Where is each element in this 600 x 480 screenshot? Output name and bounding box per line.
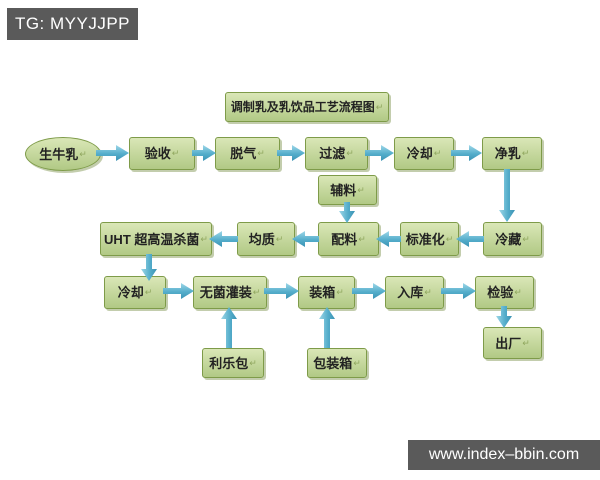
node-degassing: 脱气↵ [215,137,280,170]
node-label: 出厂 [495,335,522,351]
node-inspection: 检验↵ [475,276,534,309]
arrow-aseptic-filling-to-boxing [264,283,299,299]
paragraph-mark-icon: ↵ [521,148,530,158]
node-raw-milk: 生牛乳↵ [25,137,101,171]
node-label: 均质 [248,231,275,247]
paragraph-mark-icon: ↵ [445,233,454,244]
node-label: 冷却 [406,146,433,161]
node-auxiliary: 辅料↵ [318,175,377,205]
arrow-raw-milk-to-acceptance [96,145,129,161]
node-label: UHT 超高温杀菌 [104,231,200,247]
node-packing-box: 包装箱↵ [307,348,367,378]
arrow-tetra-pak-to-aseptic-filling [221,307,237,348]
paragraph-mark-icon: ↵ [424,287,432,297]
arrow-packing-box-to-boxing [319,307,335,348]
node-label: 检验 [487,285,514,300]
flowchart-title-label: 调制乳及乳饮品工艺流程图 [230,100,375,114]
telegram-tag-label: TG: MYYJJPP [14,14,131,33]
node-tetra-pak: 利乐包↵ [202,348,264,378]
node-mixing: 配料↵ [318,222,379,256]
arrow-acceptance-to-degassing [192,145,216,161]
node-label: 过滤 [319,146,346,161]
node-homogenization: 均质↵ [237,222,295,256]
paragraph-mark-icon: ↵ [171,148,180,158]
paragraph-mark-icon: ↵ [200,233,208,244]
node-label: 净乳 [494,146,521,161]
paragraph-mark-icon: ↵ [336,287,344,297]
paragraph-mark-icon: ↵ [346,148,354,158]
node-label: 冷却 [117,285,144,300]
arrow-auxiliary-to-mixing [339,202,355,223]
arrow-cooling-to-aseptic-filling [163,283,194,299]
node-label: 生牛乳 [39,146,79,162]
node-cold-storage: 冷藏↵ [483,222,542,256]
node-purification: 净乳↵ [482,137,542,170]
arrow-homogenization-to-uht [209,231,238,247]
paragraph-mark-icon: ↵ [375,101,384,112]
arrow-standardization-to-mixing [376,231,401,247]
paragraph-mark-icon: ↵ [358,233,366,244]
watermark-url: www.index–bbin.com [408,440,600,470]
node-warehousing: 入库↵ [385,276,444,309]
node-cooling-1: 冷却↵ [394,137,454,170]
paragraph-mark-icon: ↵ [353,357,361,368]
node-label: 脱气 [230,146,257,161]
node-label: 冷藏 [495,231,522,247]
paragraph-mark-icon: ↵ [252,287,261,297]
paragraph-mark-icon: ↵ [275,233,284,244]
node-label: 标准化 [405,231,445,247]
node-uht-sterilization: UHT 超高温杀菌↵ [100,222,212,256]
paragraph-mark-icon: ↵ [357,184,365,195]
node-label: 验收 [144,146,171,161]
paragraph-mark-icon: ↵ [522,337,530,348]
arrow-filtration-to-cooling [365,145,394,161]
paragraph-mark-icon: ↵ [522,233,530,244]
paragraph-mark-icon: ↵ [79,148,87,159]
node-aseptic-filling: 无菌灌装↵ [193,276,267,309]
arrow-inspection-to-factory-out [496,306,512,328]
node-label: 装箱 [309,285,336,300]
arrow-cold-storage-to-standardization [456,231,484,247]
arrow-boxing-to-warehousing [352,283,386,299]
node-label: 包装箱 [313,355,353,371]
node-label: 辅料 [330,182,357,198]
telegram-tag: TG: MYYJJPP [7,8,138,40]
node-acceptance: 验收↵ [129,137,195,170]
node-filtration: 过滤↵ [305,137,368,170]
node-factory-out: 出厂↵ [483,327,542,359]
node-standardization: 标准化↵ [400,222,459,256]
node-label: 无菌灌装 [199,285,252,300]
arrow-mixing-to-homogenization [292,231,319,247]
arrow-warehousing-to-inspection [441,283,476,299]
paragraph-mark-icon: ↵ [433,148,442,158]
paragraph-mark-icon: ↵ [249,357,257,368]
node-boxing: 装箱↵ [298,276,355,309]
flowchart-title: 调制乳及乳饮品工艺流程图↵ [225,92,389,122]
node-label: 入库 [397,285,424,300]
arrow-purification-to-cold-storage [499,169,515,222]
node-label: 利乐包 [209,355,249,371]
arrow-cooling-to-purification [451,145,482,161]
paragraph-mark-icon: ↵ [514,287,522,297]
node-cooling-2: 冷却↵ [104,276,166,309]
paragraph-mark-icon: ↵ [144,287,153,297]
node-label: 配料 [331,231,358,247]
arrow-degassing-to-filtration [277,145,305,161]
watermark-label: www.index–bbin.com [428,446,580,463]
paragraph-mark-icon: ↵ [257,148,265,158]
